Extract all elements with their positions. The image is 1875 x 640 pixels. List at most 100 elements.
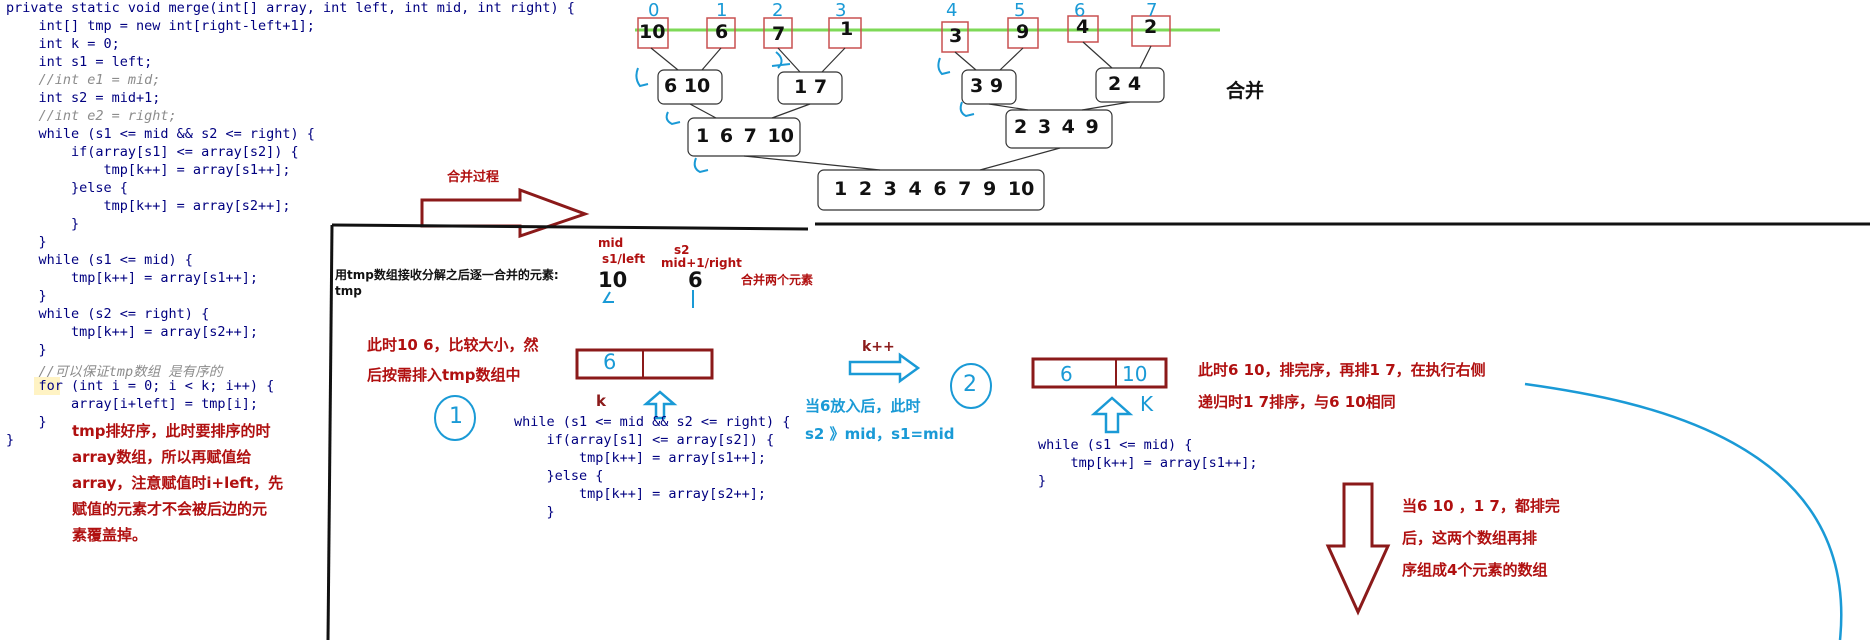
index-label: 3 (835, 0, 847, 21)
code-line: tmp[k++] = array[s1++]; (1038, 455, 1258, 471)
code-line: int s2 = mid+1; (6, 90, 161, 106)
leaf-value: 1 (840, 18, 854, 40)
code-line: private static void merge(int[] array, i… (6, 0, 575, 16)
quad-value: 1 6 7 10 (696, 125, 794, 147)
index-label: 1 (716, 0, 728, 21)
s1-label: s1/left (602, 252, 646, 266)
separator-vertical (326, 224, 334, 640)
leaf-value: 4 (1076, 16, 1090, 38)
index-label: 2 (772, 0, 784, 21)
code-line: } (6, 432, 15, 448)
code-line: for (int i = 0; i < k; i++) { (6, 378, 275, 394)
code-comment: //int e1 = mid; (6, 72, 161, 88)
k-label: k (596, 392, 606, 410)
right-recursion-note: 此时6 10，排完序，再排1 7，在执行右侧 递归时1 7排序，与6 10相同 (1198, 361, 1486, 411)
compare-note: 此时10 6，比较大小，然 后按需排入tmp数组中 (367, 336, 539, 384)
code-line: while (s1 <= mid && s2 <= right) { (6, 126, 315, 142)
leaf-box-0 (637, 17, 669, 49)
code-comment: //可以保证tmp数组 是有序的 (6, 364, 223, 380)
copy-back-note: tmp排好序，此时要排序的时 array数组，所以再赋值给 array，注意赋值… (72, 422, 284, 544)
code-line: tmp[k++] = array[s1++]; (514, 450, 766, 466)
code-line: tmp[k++] = array[s1++]; (6, 162, 291, 178)
pair-value: 3 9 (970, 75, 1004, 97)
merge-process-label: 合并过程 (447, 170, 500, 185)
pair-value: 2 4 (1108, 73, 1142, 95)
k-increment-label: k++ (862, 339, 895, 355)
code-line: }else { (514, 468, 604, 484)
k-pointer-arrow-2 (1090, 396, 1134, 434)
s2-sub-label: mid+1/right (661, 256, 742, 270)
code-line: if(array[s1] <= array[s2]) { (6, 144, 299, 160)
code-comment: //int e2 = right; (6, 108, 177, 124)
quad-value: 2 3 4 9 (1014, 116, 1099, 138)
code-line: int s1 = left; (6, 54, 153, 70)
code-line: } (6, 216, 80, 232)
step-2-label: 2 (963, 372, 977, 397)
tmp-array-box-2 (1031, 357, 1168, 389)
after-insert-note: 当6放入后，此时 s2 》mid，s1=mid (805, 397, 955, 443)
index-label: 7 (1146, 0, 1158, 21)
k-hand-label: K (1140, 392, 1154, 416)
code-line: } (6, 234, 47, 250)
code-line: array[i+left] = tmp[i]; (6, 396, 258, 412)
code-line: } (1038, 473, 1047, 489)
step-circle-2 (950, 363, 992, 409)
tmp-box1-value: 6 (603, 350, 617, 374)
k-pointer-arrow-1 (642, 390, 678, 420)
pair-value: 6 10 (664, 75, 711, 97)
s2-label: s2 (674, 243, 690, 257)
merge-two-label: 合并两个元素 (741, 273, 814, 287)
code-line: while (s1 <= mid) { (1038, 437, 1193, 453)
leaf-value: 7 (772, 23, 786, 45)
code-line: tmp[k++] = array[s2++]; (6, 324, 258, 340)
separator-top (331, 223, 809, 231)
index-label: 0 (648, 0, 660, 21)
tmp-name: tmp (335, 284, 362, 298)
code-line: tmp[k++] = array[s2++]; (6, 198, 291, 214)
tmp-description: 用tmp数组接收分解之后逐一合并的元素: (335, 268, 559, 282)
next-merge-note: 当6 10 ，1 7，都排完 后，这两个数组再排 序组成4个元素的数组 (1402, 497, 1560, 579)
code-line: } (6, 342, 47, 358)
code-line: int k = 0; (6, 36, 120, 52)
pair-boxes (657, 67, 1165, 105)
leaf-value: 9 (1016, 21, 1030, 43)
root-box (817, 169, 1045, 211)
recursion-curve (1524, 382, 1843, 640)
step-circle-1 (434, 395, 476, 441)
next-merge-arrow (1325, 482, 1391, 616)
code-line: }else { (6, 180, 128, 196)
for-keyword-highlight (34, 377, 60, 395)
index-label: 5 (1014, 0, 1026, 21)
root-value: 1 2 3 4 6 7 9 10 (834, 178, 1035, 200)
leaf-value: 2 (1144, 16, 1158, 38)
code-line: } (514, 504, 555, 520)
code-line: tmp[k++] = array[s2++]; (514, 486, 766, 502)
code-line: while (s1 <= mid) { (6, 252, 193, 268)
code-line: while (s1 <= mid && s2 <= right) { (514, 414, 791, 430)
tmp-box2-value: 6 (1060, 362, 1073, 386)
pair-value: 1 7 (794, 76, 828, 98)
leaf-value: 3 (949, 25, 963, 47)
k-increment-arrow (848, 352, 921, 384)
code-line: if(array[s1] <= array[s2]) { (514, 432, 775, 448)
index-label: 4 (946, 0, 958, 21)
code-line: while (s2 <= right) { (6, 306, 210, 322)
step-1-label: 1 (449, 404, 463, 429)
code-line: tmp[k++] = array[s1++]; (6, 270, 258, 286)
blue-scribbles (635, 51, 975, 174)
code-line: } (6, 288, 47, 304)
index-label: 6 (1074, 0, 1086, 21)
merge-label: 合并 (1226, 80, 1265, 102)
code-line: int[] tmp = new int[right-left+1]; (6, 18, 315, 34)
merge-process-arrow (420, 187, 590, 239)
leaf-value: 10 (639, 21, 666, 43)
code-line: } (6, 414, 47, 430)
tree-connectors (650, 41, 1152, 171)
mid-label: mid (598, 236, 624, 250)
right-value: 6 (688, 268, 703, 292)
left-value: 10 (598, 268, 628, 292)
tmp-box2-value: 10 (1122, 362, 1148, 386)
tmp-array-box-1 (575, 348, 714, 380)
